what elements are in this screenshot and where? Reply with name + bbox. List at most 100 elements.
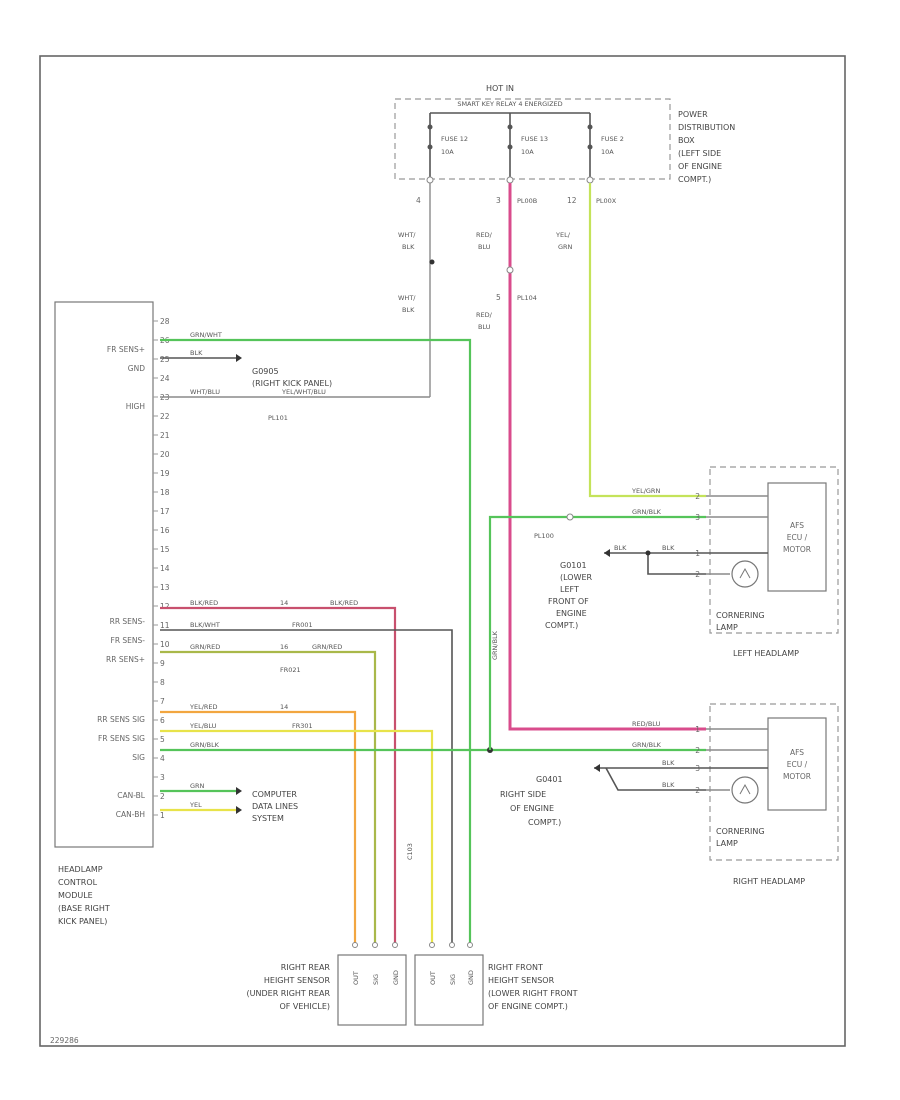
ground-left-4: FRONT OF bbox=[548, 597, 589, 606]
pbox-connector-pl00b: PL00B bbox=[517, 197, 537, 205]
hcm-title-4: (BASE RIGHT bbox=[58, 904, 110, 913]
left-afs-module bbox=[767, 482, 827, 592]
lbl-blk-r1: BLK bbox=[662, 759, 675, 767]
headlamp-control-module: 2826252423222120191817161514131211109876… bbox=[54, 301, 170, 926]
lbl-blk-l2: BLK bbox=[662, 544, 675, 552]
front-sensor-pin-2 bbox=[449, 942, 455, 948]
rear-sensor-label-4: OF VEHICLE) bbox=[279, 1002, 330, 1011]
front-sensor-label-3: (LOWER RIGHT FRONT bbox=[488, 989, 578, 998]
rear-sensor-gnd: GND bbox=[392, 970, 400, 985]
fuse13-name: FUSE 13 bbox=[521, 135, 548, 143]
lbl-grn-red-2: GRN/RED bbox=[312, 643, 342, 651]
hcm-wires: GRN/WHT BLK G0905 (RIGHT KICK PANEL) WHT… bbox=[160, 331, 706, 945]
lbl-blk-red-1: BLK/RED bbox=[190, 599, 218, 607]
red-blu-1-a: RED/ bbox=[476, 231, 493, 239]
wht-blk-1-a: WHT/ bbox=[398, 231, 416, 239]
rear-sensor-box bbox=[337, 954, 407, 1026]
lbl-yel: YEL bbox=[189, 801, 202, 809]
ground-right-4: COMPT.) bbox=[528, 818, 561, 827]
hcm-pin-number: 10 bbox=[160, 640, 170, 649]
lbl-c14a: 14 bbox=[280, 599, 288, 607]
hcm-pin-number: 5 bbox=[160, 735, 165, 744]
pbox-pin-3: 3 bbox=[496, 196, 501, 205]
ground-g301-arrow bbox=[236, 354, 242, 362]
lbl-fr021: FR021 bbox=[280, 666, 301, 674]
right-pin-a: 1 bbox=[695, 725, 700, 734]
fuse12-terminal-bottom bbox=[427, 144, 433, 150]
lbl-fr301: FR301 bbox=[292, 722, 313, 730]
left-ground-arrow bbox=[604, 549, 610, 557]
hcm-pin-number: 18 bbox=[160, 488, 170, 497]
ground-g301-1: G0905 bbox=[252, 367, 279, 376]
computer-label-3: SYSTEM bbox=[252, 814, 284, 823]
wire-grn-wht bbox=[160, 338, 472, 945]
lbl-blk-red-2: BLK/RED bbox=[330, 599, 358, 607]
fuse2-amp: 10A bbox=[601, 148, 614, 156]
lbl-c14b: 14 bbox=[280, 703, 288, 711]
fuse2-output-pin bbox=[586, 176, 594, 184]
front-sensor-label-1: RIGHT FRONT bbox=[488, 963, 543, 972]
hcm-pin-number: 25 bbox=[160, 355, 170, 364]
lbl-blk-wht: BLK/WHT bbox=[190, 621, 220, 629]
hcm-pin-number: 3 bbox=[160, 773, 165, 782]
computer-label-2: DATA LINES bbox=[252, 802, 298, 811]
hcm-pin-number: 11 bbox=[160, 621, 170, 630]
ground-right-2: RIGHT SIDE bbox=[500, 790, 546, 799]
left-cornering-1: CORNERING bbox=[716, 611, 765, 620]
front-sensor-out: OUT bbox=[429, 971, 437, 985]
hcm-pin-number: 21 bbox=[160, 431, 170, 440]
hot-in-label: HOT IN bbox=[486, 84, 514, 93]
left-headlamp-title: LEFT HEADLAMP bbox=[733, 649, 799, 658]
wire-red-blu bbox=[508, 183, 706, 731]
red-blu-2-a: RED/ bbox=[476, 311, 493, 319]
power-feed-wires: WHT/ BLK WHT/ BLK RED/ BLU 5 PL104 RED/ … bbox=[160, 183, 706, 731]
power-box-label-2: DISTRIBUTION bbox=[678, 123, 735, 132]
hcm-pin-number: 12 bbox=[160, 602, 170, 611]
power-box-label-3: BOX bbox=[678, 136, 695, 145]
front-sensor-gnd: GND bbox=[467, 970, 475, 985]
diagram-frame bbox=[39, 55, 846, 1047]
hcm-pin-number: 14 bbox=[160, 564, 170, 573]
right-headlamp-title: RIGHT HEADLAMP bbox=[733, 877, 805, 886]
lbl-pl100: PL100 bbox=[534, 532, 554, 540]
lbl-blk-r2: BLK bbox=[662, 781, 675, 789]
ground-left-2: (LOWER bbox=[560, 573, 593, 582]
top-pin-5: 5 bbox=[496, 293, 501, 302]
right-afs-3: MOTOR bbox=[783, 772, 811, 781]
left-pin-c: 1 bbox=[695, 549, 700, 558]
hcm-pin-number: 13 bbox=[160, 583, 170, 592]
yel-grn-b: GRN bbox=[558, 243, 573, 251]
hcm-title-1: HEADLAMP bbox=[58, 865, 103, 874]
lbl-grn-blk-left: GRN/BLK bbox=[632, 508, 662, 516]
lbl-c103: C103 bbox=[406, 843, 414, 860]
wire-yel-red bbox=[160, 710, 357, 945]
right-pin-d: 2 bbox=[695, 786, 700, 795]
lbl-blk: BLK bbox=[190, 349, 203, 357]
power-box-label-4: (LEFT SIDE bbox=[678, 149, 721, 158]
left-ground-wire-2 bbox=[647, 553, 706, 575]
lbl-grn: GRN bbox=[190, 782, 205, 790]
ground-left-3: LEFT bbox=[560, 585, 579, 594]
hcm-fn-gnd: GND bbox=[128, 364, 145, 373]
lbl-fr001: FR001 bbox=[292, 621, 313, 629]
left-afs-3: MOTOR bbox=[783, 545, 811, 554]
hcm-fn-fr-sens-plus: FR SENS+ bbox=[107, 345, 145, 354]
hcm-pin-number: 24 bbox=[160, 374, 170, 383]
ground-left-1: G0101 bbox=[560, 561, 587, 570]
yel-grn-a: YEL/ bbox=[555, 231, 571, 239]
fuse13-terminal-top bbox=[507, 124, 513, 130]
lbl-blk-l1: BLK bbox=[614, 544, 627, 552]
right-bulb-filament bbox=[739, 783, 751, 795]
left-afs-1: AFS bbox=[790, 521, 804, 530]
ground-right-3: OF ENGINE bbox=[510, 804, 554, 813]
fuse12-terminal-top bbox=[427, 124, 433, 130]
hcm-fn-rr-sens-sig: RR SENS SIG bbox=[97, 715, 145, 724]
hcm-pin-number: 28 bbox=[160, 317, 170, 326]
left-pin-d: 2 bbox=[695, 570, 700, 579]
hcm-pin-number: 2 bbox=[160, 792, 165, 801]
hcm-pin-number: 9 bbox=[160, 659, 165, 668]
pbox-pin-4: 4 bbox=[416, 196, 421, 205]
fuse13-terminal-bottom bbox=[507, 144, 513, 150]
lbl-wht-blu: WHT/BLU bbox=[190, 388, 220, 396]
pl104-connector-mark bbox=[506, 266, 514, 274]
